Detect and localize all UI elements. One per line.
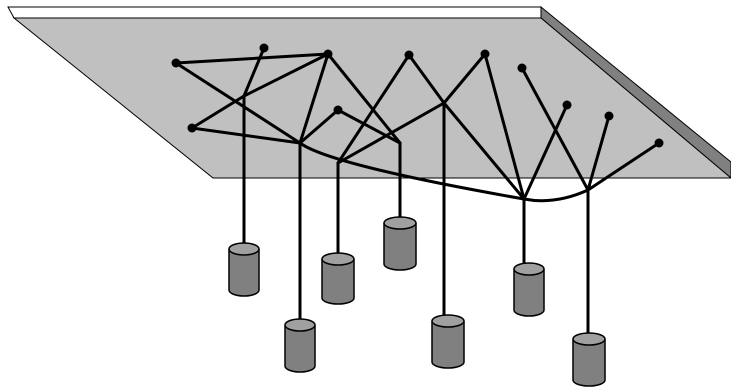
node [171,58,181,68]
connection [586,141,661,192]
connection [298,108,340,145]
nodes [171,43,664,148]
cylinder [284,318,316,373]
columns [242,94,590,338]
connection [442,101,526,201]
node [517,63,527,73]
node [654,138,664,148]
connection [298,141,590,203]
connection [174,61,302,145]
cylinder [321,252,355,305]
plane-surface [12,17,731,179]
connection [483,52,526,201]
connection [336,108,402,145]
plane-edge-top [7,6,542,19]
connection [442,52,487,105]
cylinder [228,242,260,297]
node [333,105,343,115]
connection [298,52,330,145]
connection [242,46,266,98]
cylinder [431,314,465,369]
connection [190,126,302,145]
node [604,111,614,121]
node [404,50,414,60]
connection [174,52,330,65]
node [323,49,333,59]
connections [174,46,661,203]
connection [586,114,611,192]
node [562,100,572,110]
cylinders [228,216,606,387]
cylinder [513,262,545,317]
connection [336,101,446,165]
node [259,43,269,53]
plane [7,5,731,179]
connection [190,94,246,130]
node [187,123,197,133]
cylinder [572,332,606,387]
connection [326,52,402,145]
connection [336,53,411,165]
connection [407,53,446,105]
connection [242,52,330,98]
cylinder [383,216,417,271]
node [480,49,490,59]
connection [522,103,569,201]
